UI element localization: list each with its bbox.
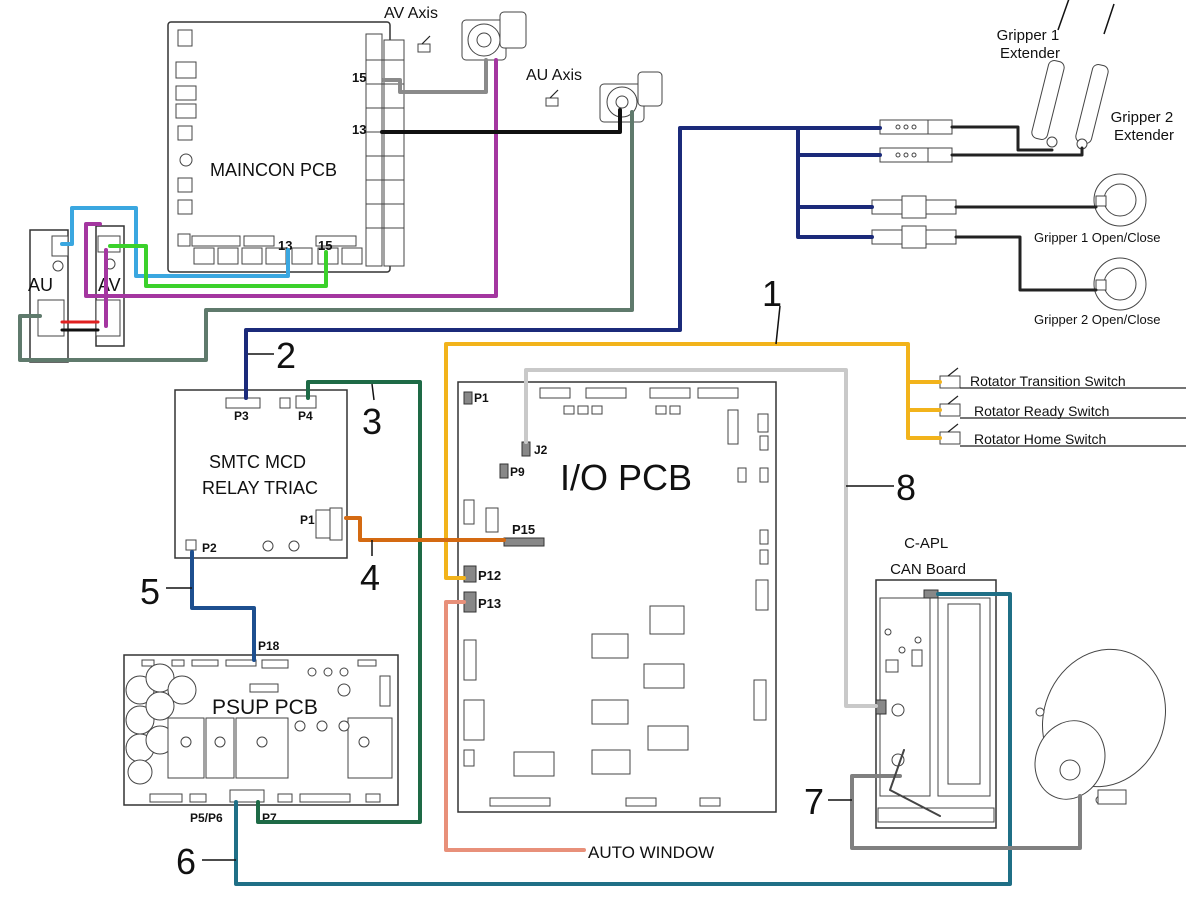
smtc-p1-label: P1 <box>300 513 315 527</box>
smtc-label: SMTC MCD RELAY TRIAC <box>202 452 318 498</box>
au-label: AU <box>28 275 53 295</box>
wire-auto-window-salmon <box>444 600 586 852</box>
wire-5-blue <box>190 550 256 662</box>
io-p9-label: P9 <box>510 465 525 479</box>
capl-can-board: C-APL CAN Board <box>875 535 997 829</box>
wire-2-navy <box>244 126 882 400</box>
wire-1-yellow <box>444 342 942 580</box>
callout-4: 4 <box>360 557 380 598</box>
io-j2-label: J2 <box>534 443 548 457</box>
callout-5: 5 <box>140 571 160 612</box>
gripper-1-extender-label: Gripper 1 Extender <box>997 27 1064 62</box>
av-axis-label: AV Axis <box>384 5 438 22</box>
wire-3-dark-green <box>256 380 422 824</box>
io-pcb-label: I/O PCB <box>560 457 692 498</box>
io-p12-label: P12 <box>478 568 501 583</box>
maincon-right-connectors <box>365 33 405 267</box>
maincon-connector-13-right: 13 <box>352 122 366 137</box>
io-relays <box>513 605 689 777</box>
gripper-2-extender <box>1075 3 1115 150</box>
smtc-p3-label: P3 <box>234 409 249 423</box>
wire-7-grey <box>850 774 1082 850</box>
psup-pcb-board: PSUP PCB P18 P5/P6 P7 <box>123 639 399 825</box>
av-label: AV <box>98 275 121 295</box>
gripper-2-open-close-label: Gripper 2 Open/Close <box>1034 312 1160 327</box>
rotator-transition-switch-label: Rotator Transition Switch <box>970 373 1126 389</box>
rotator-ready-switch-label: Rotator Ready Switch <box>974 403 1109 419</box>
wire-au-light-blue <box>60 206 290 278</box>
callout-7: 7 <box>804 781 824 822</box>
maincon-pcb: MAINCON PCB 15 13 13 15 <box>167 21 405 273</box>
gripper-1-extender <box>1031 0 1070 148</box>
smtc-mcd-relay-triac-board: SMTC MCD RELAY TRIAC P3 P4 P1 P2 <box>174 389 348 559</box>
gripper-connectors <box>871 119 957 249</box>
wire-8-light-grey <box>524 368 878 708</box>
io-p13-label: P13 <box>478 596 501 611</box>
capl-label-line-2: CAN Board <box>890 561 966 578</box>
gripper-1-open-close-actuator <box>1093 173 1147 227</box>
au-drive <box>29 229 69 363</box>
auto-window-label: AUTO WINDOW <box>588 843 714 862</box>
capl-label: C-APL CAN Board <box>890 535 966 578</box>
wire-gripper-1-extender-black <box>950 125 1054 152</box>
maincon-connector-15-bottom: 15 <box>318 238 332 253</box>
gripper-2-extender-line-2: Extender <box>1114 127 1174 144</box>
gripper-1-extender-line-2: Extender <box>1000 45 1060 62</box>
callouts: 1 2 3 4 5 6 7 8 <box>140 273 916 882</box>
psup-label: PSUP PCB <box>212 696 318 719</box>
capl-label-line-1: C-APL <box>904 535 948 552</box>
psup-p5p6-label: P5/P6 <box>190 811 223 825</box>
gripper-2-extender-line-1: Gripper 2 <box>1111 109 1174 126</box>
gripper-2-open-close-actuator <box>1093 257 1147 311</box>
gripper-1-open-close-label: Gripper 1 Open/Close <box>1034 230 1160 245</box>
au-axis-label: AU Axis <box>526 67 582 84</box>
wire-gripper-2-openclose-black <box>954 235 1098 292</box>
psup-p18-label: P18 <box>258 639 280 653</box>
io-p1-label: P1 <box>474 391 489 405</box>
callout-2: 2 <box>276 335 296 376</box>
smtc-label-line-1: SMTC MCD <box>209 452 306 472</box>
smtc-label-line-2: RELAY TRIAC <box>202 478 318 498</box>
av-axis-motor <box>417 11 527 61</box>
smtc-p2-label: P2 <box>202 541 217 555</box>
io-pcb-board: I/O PCB P1 J2 P9 P15 P12 P13 <box>457 381 777 813</box>
wire-can-motor-lead <box>889 749 941 817</box>
gripper-1-extender-line-1: Gripper 1 <box>997 27 1060 44</box>
wire-6-teal <box>234 592 1012 886</box>
rotator-home-switch-label: Rotator Home Switch <box>974 431 1106 447</box>
gripper-2-extender-label: Gripper 2 Extender <box>1111 109 1178 144</box>
wire-av-purple <box>84 58 498 328</box>
wire-av-green <box>108 244 328 288</box>
wire-au-axis-black <box>380 108 622 134</box>
maincon-label: MAINCON PCB <box>210 160 337 180</box>
wires <box>18 58 1098 886</box>
wire-av-axis-grey <box>382 58 488 94</box>
smtc-p4-label: P4 <box>298 409 313 423</box>
callout-6: 6 <box>176 841 196 882</box>
maincon-connector-13-bottom: 13 <box>278 238 292 253</box>
wire-au-slate <box>18 110 634 362</box>
maincon-bottom-connectors <box>191 235 363 265</box>
wire-gripper-2-extender-black <box>950 146 1084 157</box>
wire-4-orange <box>344 516 506 542</box>
callout-8: 8 <box>896 467 916 508</box>
io-p15-label: P15 <box>512 522 535 537</box>
maincon-connector-15-right: 15 <box>352 70 366 85</box>
callout-3: 3 <box>362 401 382 442</box>
can-motor <box>1034 648 1167 805</box>
callout-1: 1 <box>762 273 782 314</box>
